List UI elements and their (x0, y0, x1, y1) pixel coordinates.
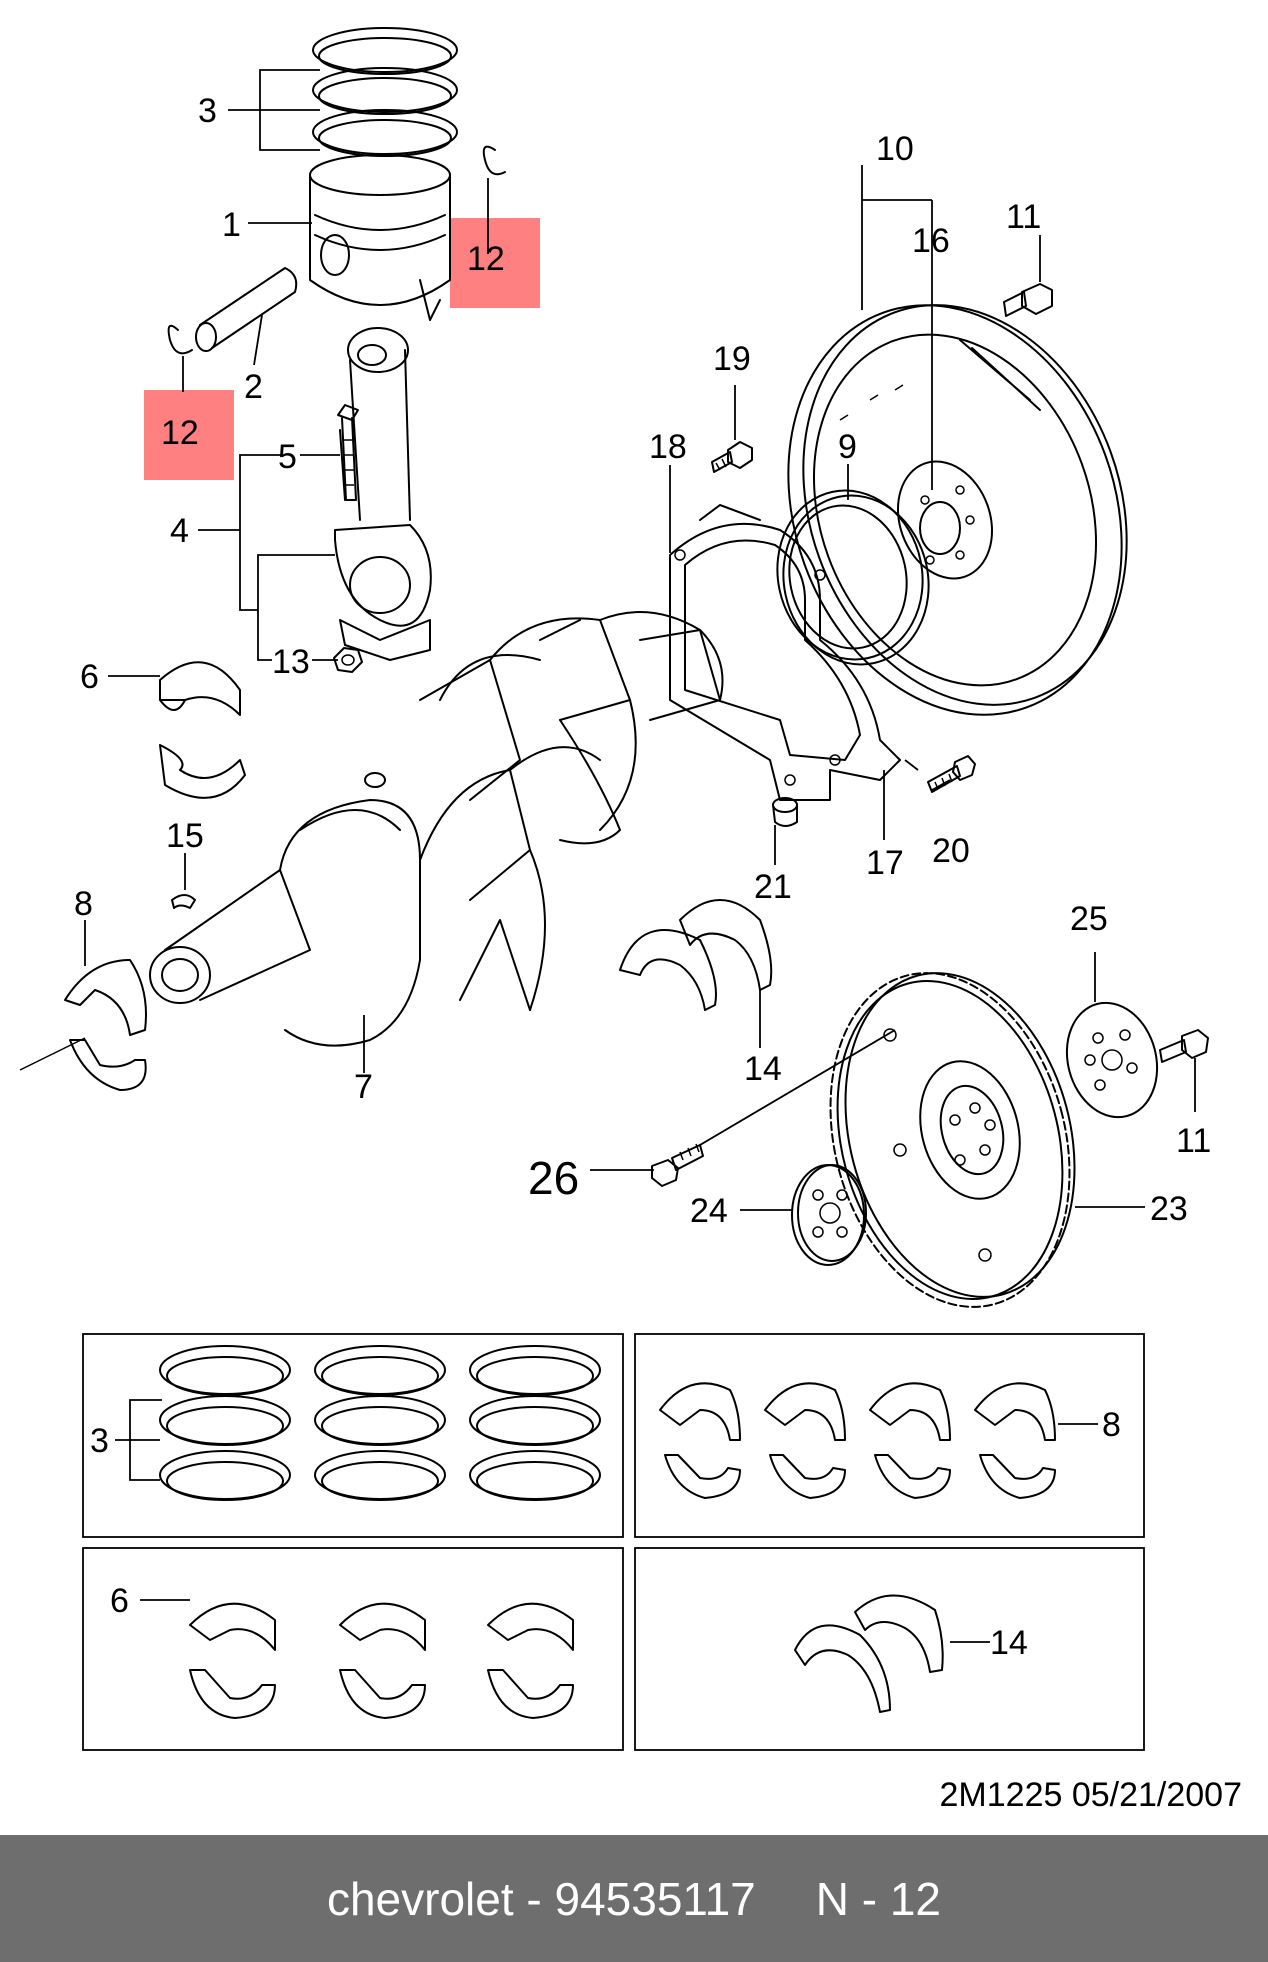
bolt-20 (927, 755, 976, 793)
exploded-parts-diagram: 3 1 12 2 12 5 4 13 6 15 8 7 10 16 11 19 … (19, 27, 1211, 1751)
panel-main-bearing-set: 8 (634, 1333, 1145, 1538)
footer-page-ref: N - 12 (815, 1872, 942, 1925)
connecting-rod (334, 327, 432, 661)
callout-14-kit: 14 (990, 1624, 1028, 1662)
crankshaft-key (171, 894, 196, 909)
piston-pin (195, 267, 298, 352)
callout-25: 25 (1070, 900, 1108, 938)
flywheel (787, 304, 1128, 716)
document-reference: 2M1225 05/21/2007 (939, 1776, 1242, 1814)
bolt-19 (711, 441, 753, 473)
reinforcement-plate (1065, 1001, 1159, 1119)
callout-9: 9 (838, 428, 857, 466)
callout-7: 7 (354, 1068, 373, 1106)
callout-21: 21 (754, 868, 792, 906)
conrod-bearing-upper (159, 661, 241, 716)
rod-nut (333, 647, 363, 673)
oil-seal (776, 489, 930, 666)
callout-24: 24 (690, 1192, 728, 1230)
conrod-bearing-lower (159, 744, 246, 799)
callout-18: 18 (649, 428, 687, 466)
callout-17: 17 (866, 844, 904, 882)
rear-seal-housing (669, 504, 901, 801)
flexplate-ring-gear (829, 972, 1076, 1308)
callout-1: 1 (222, 206, 241, 244)
main-bearing (19, 959, 147, 1091)
callout-15: 15 (166, 817, 204, 855)
callout-4: 4 (170, 512, 189, 550)
flexplate-bolt (1159, 1029, 1209, 1063)
piston (309, 154, 451, 321)
callout-2: 2 (244, 368, 263, 406)
snap-ring-upper (482, 145, 506, 176)
callout-11-upper: 11 (1006, 198, 1041, 236)
callout-6-kit: 6 (110, 1582, 129, 1620)
bolt-26 (651, 1143, 704, 1187)
rod-bolt (337, 404, 359, 501)
callout-12-upper: 12 (467, 240, 505, 278)
flywheel-bolt (1003, 283, 1053, 317)
panel-piston-ring-sets: 3 (82, 1333, 624, 1538)
callout-8: 8 (74, 885, 93, 923)
callout-5: 5 (278, 438, 297, 476)
callout-26: 26 (528, 1152, 579, 1204)
callout-3-kit: 3 (90, 1422, 109, 1460)
footer-brand-part-number: chevrolet - 94535117 (326, 1872, 756, 1925)
dowel-pin (772, 797, 798, 827)
panel-thrust-washer-set: 14 (634, 1547, 1145, 1751)
crankshaft (149, 611, 724, 1047)
highlight-box-12-lower (144, 390, 234, 480)
callout-8-kit: 8 (1102, 1406, 1121, 1444)
callout-14: 14 (744, 1050, 782, 1088)
highlight-box-12-upper (450, 218, 540, 308)
callout-3: 3 (198, 92, 217, 130)
callout-12-lower: 12 (161, 414, 199, 452)
callout-20: 20 (932, 832, 970, 870)
panel-conrod-bearing-set: 6 (82, 1547, 624, 1751)
callout-16: 16 (912, 222, 950, 260)
piston-rings (312, 27, 458, 157)
callout-19: 19 (713, 340, 751, 378)
callout-6: 6 (80, 658, 99, 696)
callouts: 3 1 12 2 12 5 4 13 6 15 8 7 10 16 11 19 … (74, 92, 1211, 1230)
leader-lines (84, 69, 1196, 1211)
callout-10: 10 (876, 130, 914, 168)
callout-11-lower: 11 (1176, 1122, 1211, 1160)
callout-23: 23 (1150, 1190, 1188, 1228)
thrust-washers (619, 899, 773, 1011)
footer-bar: chevrolet - 94535117 N - 12 (0, 1835, 1268, 1962)
snap-ring-lower (167, 324, 193, 355)
callout-13: 13 (272, 643, 310, 681)
spacer-plate (791, 1164, 867, 1266)
